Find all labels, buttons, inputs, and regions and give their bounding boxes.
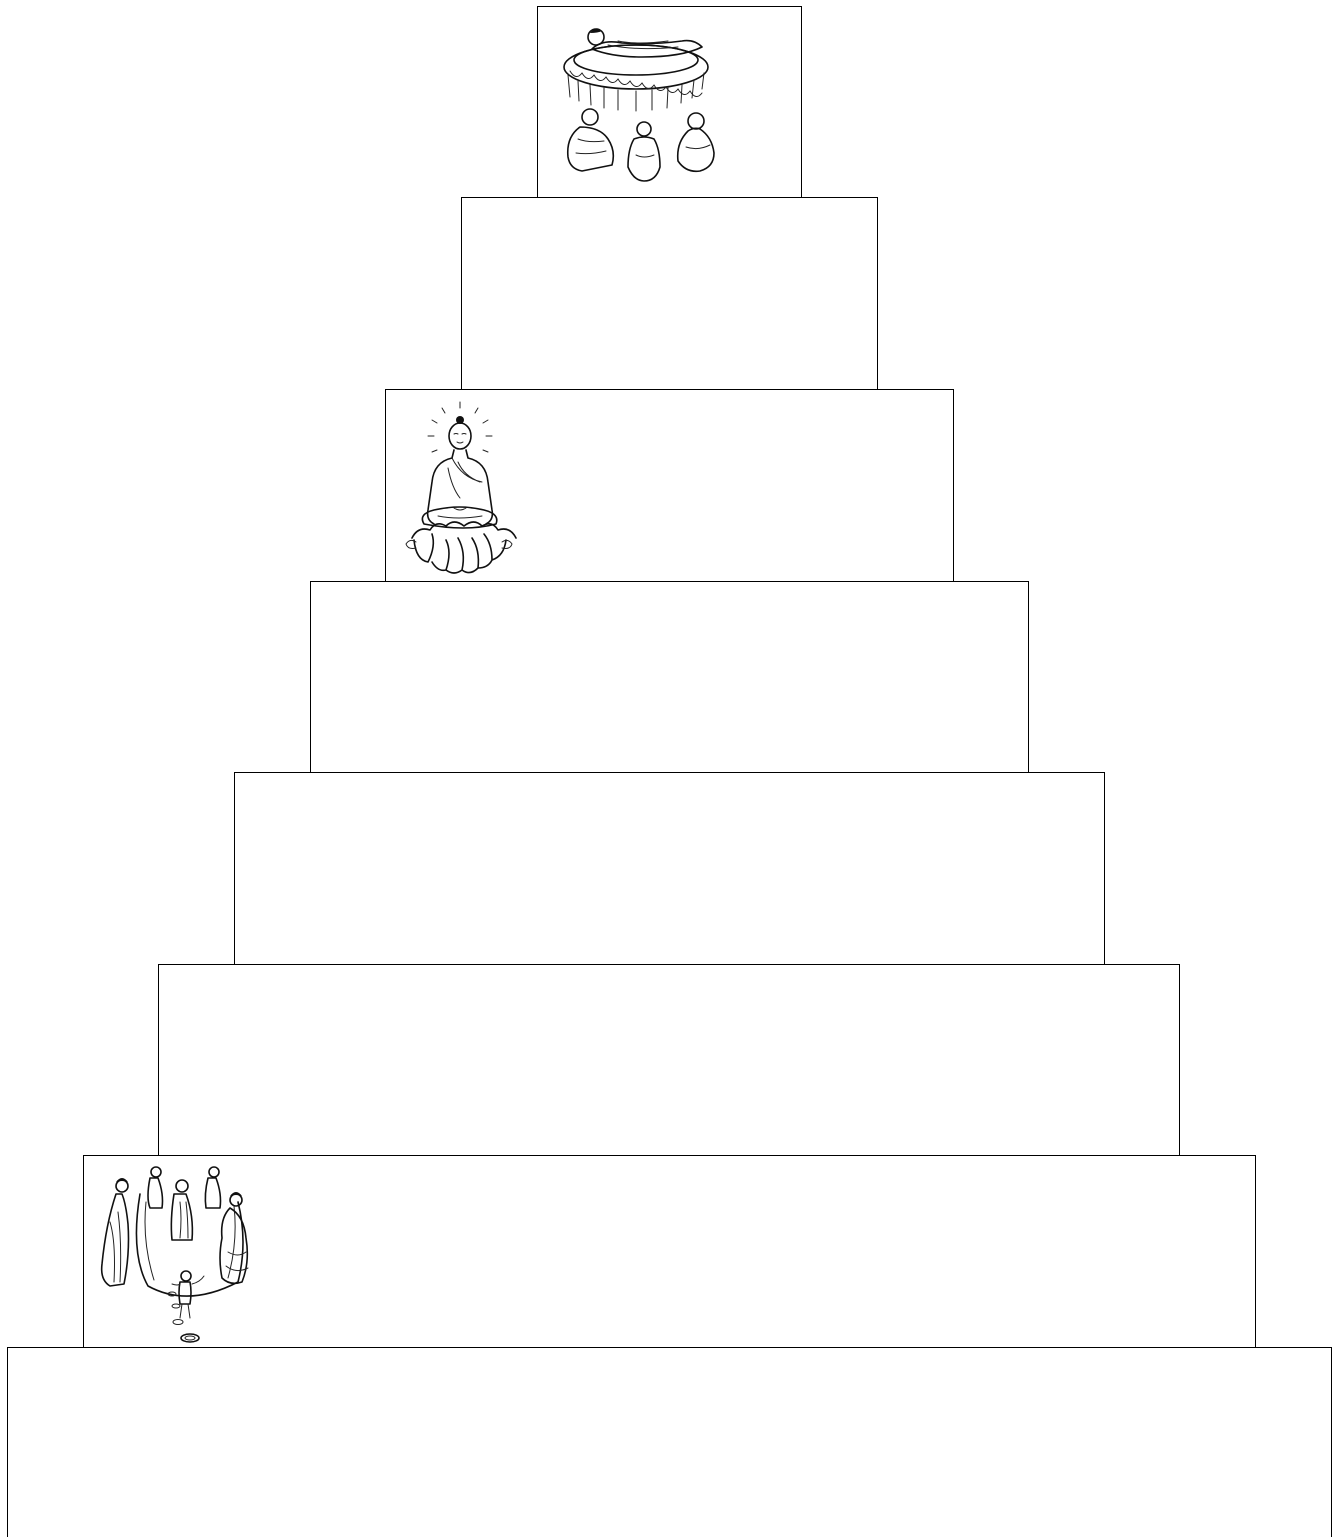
- reclining-buddha-with-monks-icon: [548, 15, 728, 190]
- pyramid-tier-5: [234, 772, 1105, 965]
- pyramid-tier-7: [83, 1155, 1256, 1348]
- pyramid-tier-4: [310, 581, 1029, 774]
- birth-scene-figures-icon: [94, 1162, 259, 1346]
- pyramid-tier-1: [537, 6, 802, 198]
- pyramid-tier-8: [7, 1347, 1332, 1537]
- pyramid-tier-2: [461, 197, 878, 390]
- pyramid-tier-6: [158, 964, 1180, 1157]
- seated-meditating-buddha-icon: [398, 398, 518, 578]
- pyramid-tier-3: [385, 389, 954, 582]
